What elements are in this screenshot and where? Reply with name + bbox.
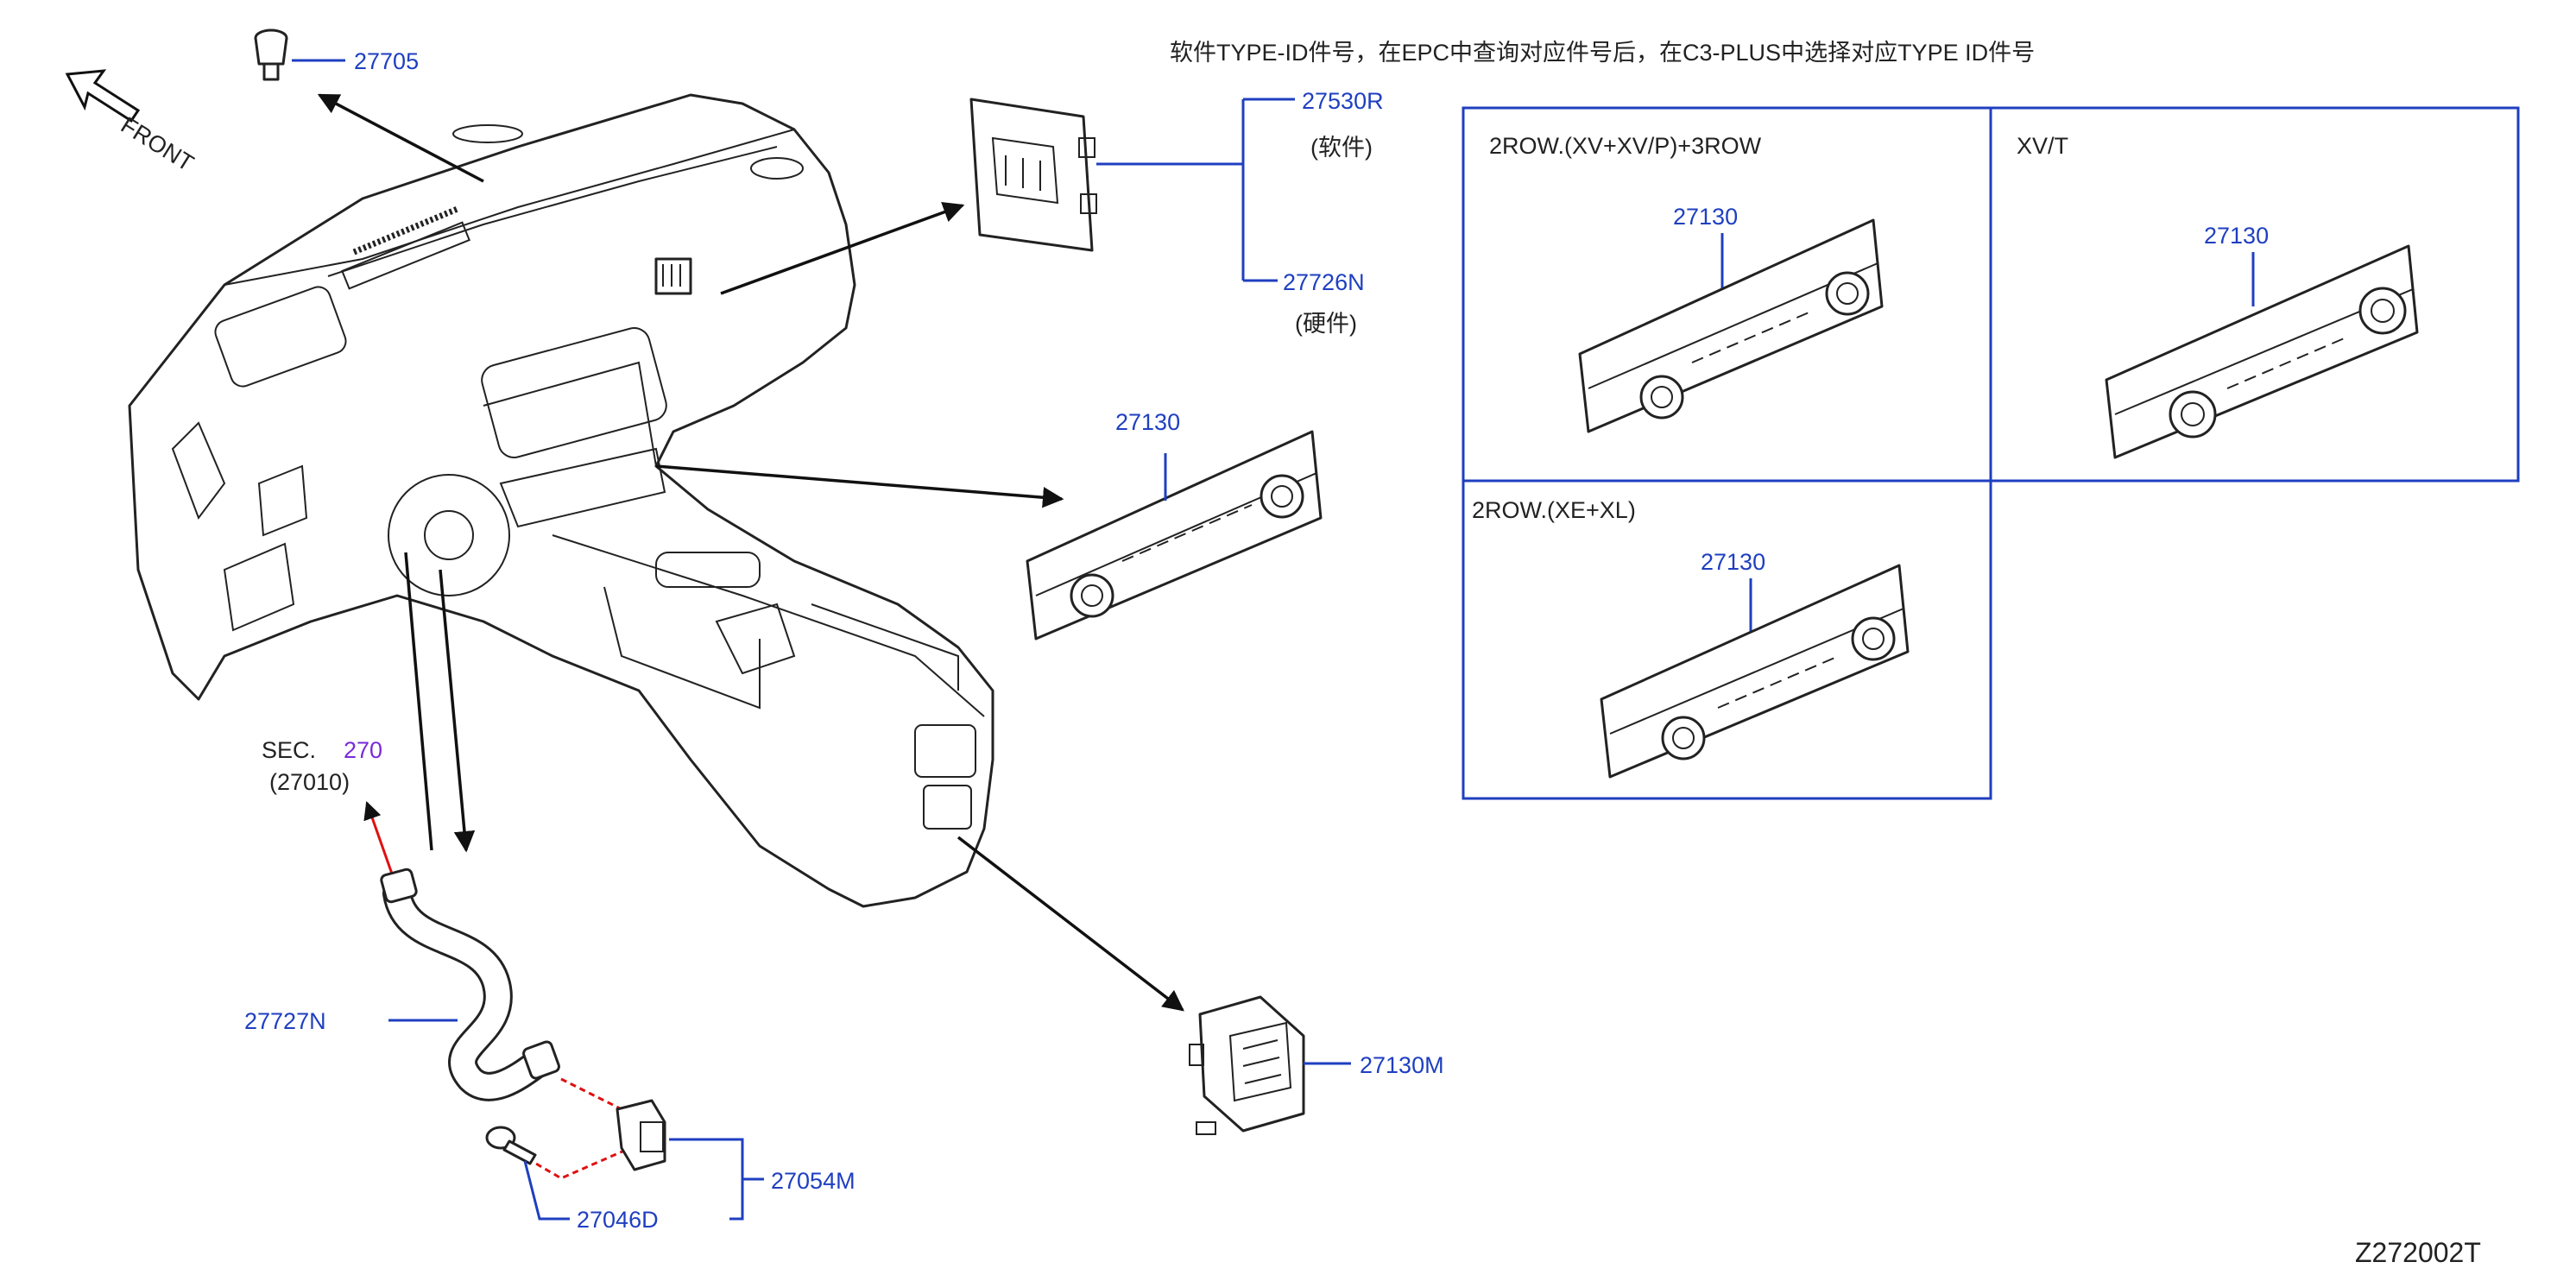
part-27705-icon: [254, 28, 288, 81]
variant-1-title: 2ROW.(XV+XV/P)+3ROW: [1489, 133, 1762, 159]
dashboard-assembly-icon: [128, 93, 994, 908]
section-ref-part: (27010): [269, 769, 350, 795]
part-27046d-screw-icon: [485, 1126, 537, 1165]
part-27530r-label: 27530R: [1302, 88, 1384, 114]
variant-1-control-icon: [1578, 218, 1884, 433]
variant-3-title: 2ROW.(XE+XL): [1472, 497, 1636, 523]
part-27130-main-label: 27130: [1115, 409, 1180, 435]
variant-2-part-label: 27130: [2204, 223, 2269, 249]
variant-1-part-label: 27130: [1673, 204, 1738, 230]
variant-3-control-icon: [1600, 564, 1910, 779]
part-27530r-note: (软件): [1310, 135, 1373, 161]
part-27727n-label: 27727N: [244, 1008, 326, 1034]
section-ref-prefix: SEC.: [262, 737, 316, 763]
variant-panel: [1462, 106, 2520, 800]
part-27530r-module-icon: [969, 98, 1097, 252]
front-label: FRONT: [117, 112, 199, 177]
variant-2-control-icon: [2105, 244, 2419, 459]
diagram-id: Z272002T: [2355, 1237, 2481, 1268]
header-note: 软件TYPE-ID件号，在EPC中查询对应件号后，在C3-PLUS中选择对应TY…: [1170, 40, 2035, 66]
part-27054m-sensor-icon: [616, 1099, 666, 1171]
part-27046d-label: 27046D: [577, 1207, 659, 1233]
section-ref-number: 270: [344, 737, 382, 763]
variant-2-title: XV/T: [2017, 133, 2068, 159]
part-27054m-label: 27054M: [771, 1168, 856, 1194]
part-27705-label: 27705: [354, 48, 419, 74]
part-27727n-hose-icon: [380, 868, 560, 1101]
front-orientation-icon: FRONT: [65, 69, 199, 177]
part-27130-main-icon: [1026, 430, 1323, 640]
part-27130m-label: 27130M: [1360, 1052, 1444, 1078]
part-27130m-module-icon: [1189, 995, 1305, 1135]
part-27726n-note: (硬件): [1295, 311, 1357, 337]
variant-3-part-label: 27130: [1701, 549, 1765, 575]
part-27726n-label: 27726N: [1283, 269, 1365, 295]
